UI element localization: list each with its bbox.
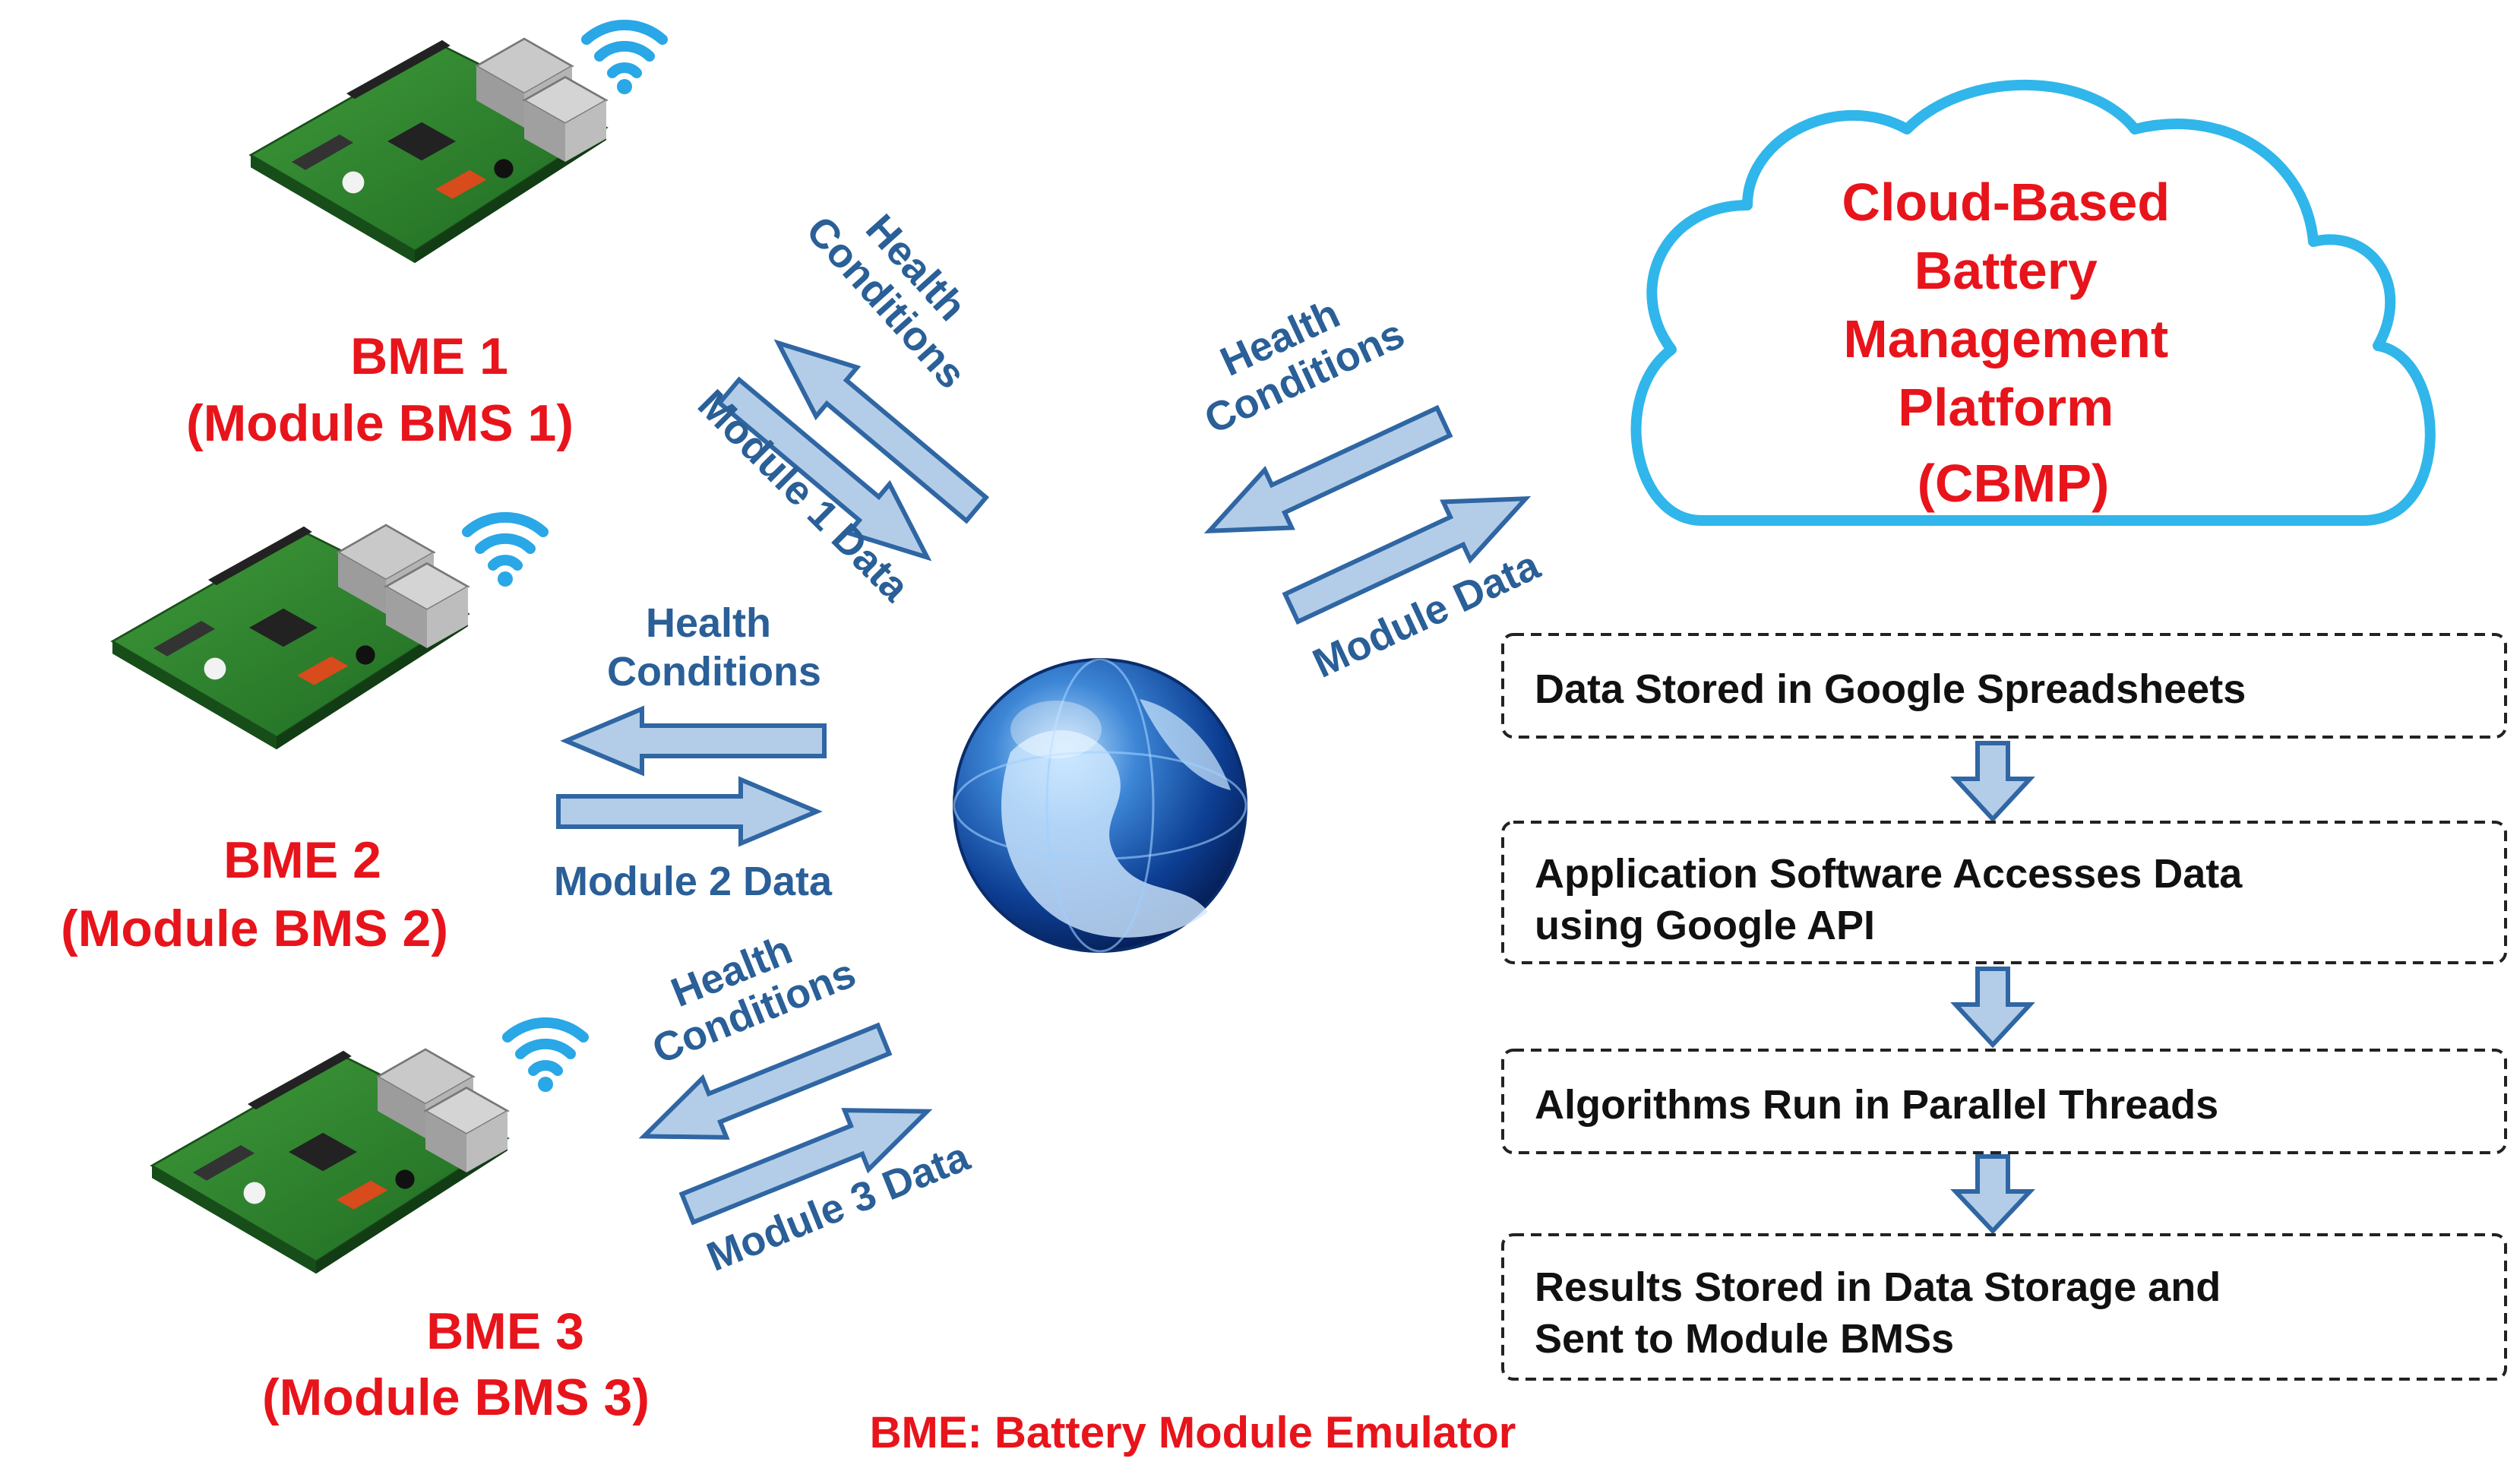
link-2-up-word2: Conditions	[607, 649, 821, 695]
cloud-shape	[1630, 79, 2436, 526]
module-2: BME 2 (Module BMS 2)	[61, 517, 543, 957]
process-step-2-line-2: using Google API	[1535, 903, 1875, 948]
board-icon	[111, 524, 470, 751]
module-1: BME 1 (Module BMS 1)	[186, 25, 662, 452]
process-step-3-line-1: Algorithms Run in Parallel Threads	[1535, 1082, 2218, 1128]
process-step-2: Application Software Accesses Data using…	[1501, 821, 2507, 964]
module-3: BME 3 (Module BMS 3)	[150, 1023, 650, 1426]
cloud-line-5: (CBMP)	[1918, 454, 2110, 513]
module-2-name: BME 2	[223, 831, 381, 889]
wifi-icon	[467, 517, 543, 587]
process-step-4: Results Stored in Data Storage and Sent …	[1501, 1233, 2507, 1381]
cloud-line-4: Platform	[1898, 378, 2114, 437]
process-step-4-line-2: Sent to Module BMSs	[1535, 1316, 1954, 1362]
internet-globe-icon	[953, 658, 1247, 953]
board-icon	[150, 1048, 509, 1275]
process-step-2-line-1: Application Software Accesses Data	[1535, 851, 2243, 897]
health-conditions-arrow	[566, 709, 824, 773]
wifi-icon	[587, 25, 662, 94]
link-2-down-label: Module 2 Data	[554, 859, 833, 904]
footer-legend: BME: Battery Module Emulator	[870, 1408, 1516, 1457]
link-2-up-word1: Health	[646, 600, 771, 646]
link-2-up-label: Health Conditions	[607, 600, 821, 695]
board-icon	[249, 37, 608, 264]
process-step-1: Data Stored in Google Spreadsheets	[1501, 633, 2507, 739]
link-module-1: Health Conditions Module 1 Data	[689, 206, 1008, 611]
link-module-3: Health Conditions Module 3 Data	[629, 927, 976, 1280]
module-3-name: BME 3	[426, 1302, 584, 1360]
cloud-line-3: Management	[1843, 309, 2168, 369]
link-cloud-up-label: Health Conditions	[1178, 270, 1411, 443]
cloud-line-1: Cloud-Based	[1842, 172, 2170, 232]
process-step-4-line-1: Results Stored in Data Storage and	[1535, 1264, 2221, 1310]
down-arrow	[1950, 741, 2035, 823]
module-data-arrow	[558, 780, 817, 843]
process-step-3: Algorithms Run in Parallel Threads	[1501, 1049, 2507, 1154]
module-1-sub: (Module BMS 1)	[186, 394, 574, 452]
link-cloud: Health Conditions Module Data	[1178, 270, 1547, 687]
process-flow: Data Stored in Google Spreadsheets Appli…	[1501, 633, 2507, 1381]
wifi-icon	[507, 1023, 583, 1092]
module-2-sub: (Module BMS 2)	[61, 900, 448, 957]
link-module-2: Health Conditions Module 2 Data	[554, 600, 833, 904]
cloud-platform: Cloud-Based Battery Management Platform …	[1630, 79, 2436, 526]
module-3-sub: (Module BMS 3)	[262, 1368, 650, 1426]
down-arrow	[1950, 967, 2035, 1049]
cloud-line-2: Battery	[1915, 241, 2098, 300]
process-step-1-line-1: Data Stored in Google Spreadsheets	[1535, 666, 2246, 712]
module-1-name: BME 1	[350, 327, 508, 385]
down-arrow	[1950, 1154, 2035, 1235]
cloud-title: Cloud-Based Battery Management Platform …	[1842, 172, 2184, 513]
